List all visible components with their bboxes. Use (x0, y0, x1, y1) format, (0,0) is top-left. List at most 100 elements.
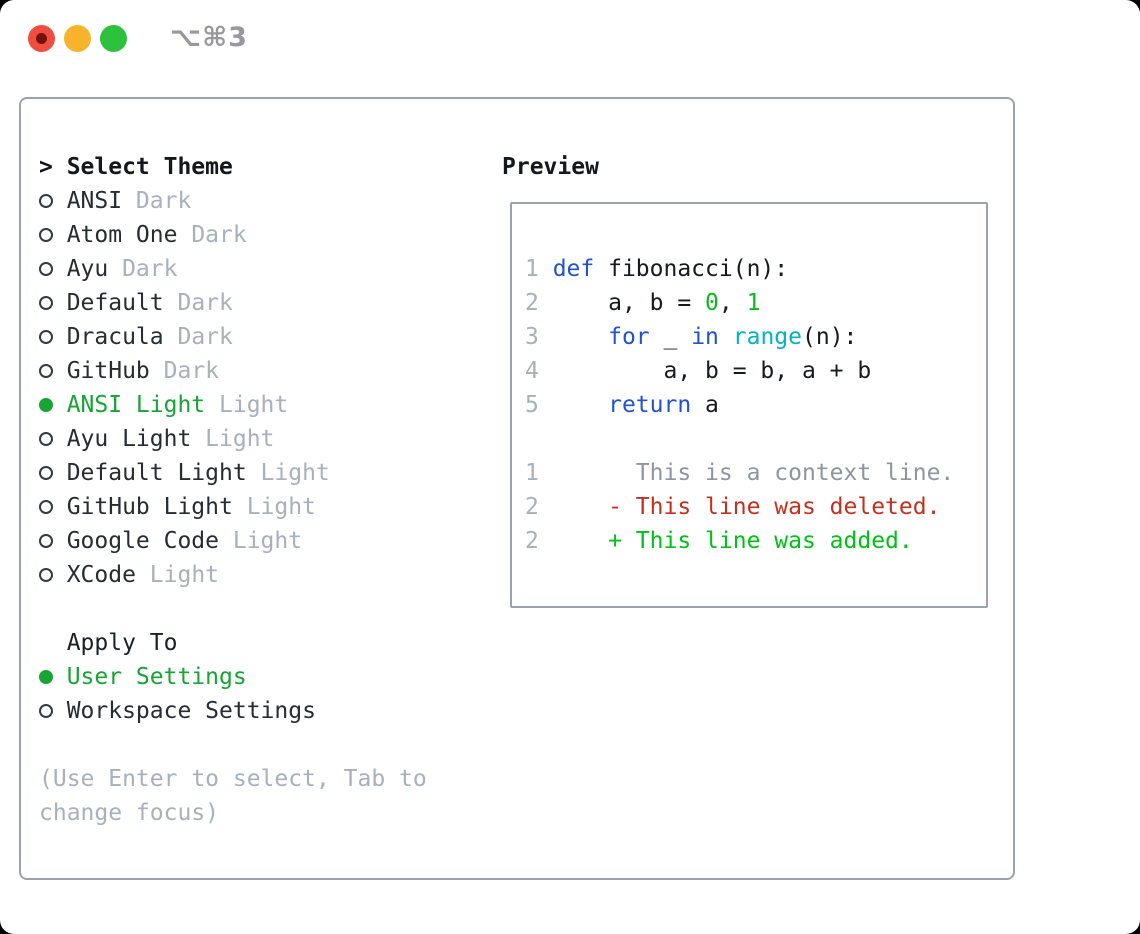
theme-variant-tag: Light (260, 460, 330, 486)
theme-name: ANSI (66, 188, 123, 214)
apply-to-option[interactable]: User Settings (39, 660, 427, 694)
theme-variant-tag: Light (232, 528, 303, 554)
theme-variant-tag: Light (149, 562, 220, 588)
code-token: range (732, 324, 802, 350)
close-button-dot-icon (36, 33, 47, 44)
theme-name: Google Code (66, 528, 220, 554)
code-line: 2 + This line was added. (525, 524, 986, 558)
theme-variant-tag: Dark (177, 324, 233, 350)
code-token: a, b = b, a + b (552, 358, 872, 384)
minimize-button[interactable] (64, 25, 91, 52)
theme-option[interactable]: Ayu Light Light (39, 422, 427, 456)
theme-variant-tag: Dark (191, 222, 247, 248)
radio-icon (39, 296, 67, 310)
preview-title: Preview (502, 154, 599, 180)
code-token: a (691, 392, 719, 418)
theme-name: ANSI Light (66, 392, 206, 418)
theme-option[interactable]: Google Code Light (39, 524, 427, 558)
apply-to-title: Apply To (66, 630, 178, 656)
theme-option[interactable]: ANSI Dark (39, 184, 427, 218)
line-number: 3 (525, 324, 553, 350)
radio-icon (39, 364, 67, 378)
select-theme-header: > Select Theme (39, 150, 427, 184)
theme-option[interactable]: GitHub Dark (39, 354, 427, 388)
theme-name: Atom One (66, 222, 178, 248)
line-number: 1 (525, 460, 553, 486)
window-title: ⌥⌘3 (170, 22, 248, 53)
code-line: 2 a, b = 0, 1 (525, 286, 986, 320)
theme-variant-tag: Light (246, 494, 316, 520)
code-token: fibonacci(n): (594, 256, 789, 282)
code-line: 2 - This line was deleted. (525, 490, 986, 524)
line-number: 4 (525, 358, 553, 384)
help-line-2: change focus) (39, 800, 220, 826)
code-token: def (552, 256, 595, 282)
code-token: in (691, 324, 719, 350)
close-button[interactable] (28, 25, 55, 52)
theme-variant-tag: Dark (163, 358, 220, 384)
theme-list: ANSI Dark Atom One Dark Ayu Dark (39, 184, 427, 592)
theme-option[interactable]: GitHub Light Light (39, 490, 427, 524)
radio-icon (39, 704, 67, 718)
theme-option[interactable]: XCode Light (39, 558, 427, 592)
code-line: 3 for _ in range(n): (525, 320, 986, 354)
maximize-button[interactable] (100, 25, 127, 52)
theme-option[interactable]: Dracula Dark (39, 320, 427, 354)
apply-to-list: User Settings Workspace Settings (39, 660, 427, 728)
radio-icon (39, 330, 67, 344)
theme-name: Default Light (66, 460, 247, 486)
theme-option[interactable]: Default Light Light (39, 456, 427, 490)
code-token: , (718, 290, 747, 316)
select-theme-title: Select Theme (66, 154, 233, 180)
code-token: + This line was added. (552, 528, 913, 554)
code-token (553, 392, 608, 418)
theme-option[interactable]: Default Dark (39, 286, 427, 320)
theme-variant-tag: Dark (135, 188, 192, 214)
radio-icon (39, 262, 67, 276)
code-line: 1 This is a context line. (525, 456, 986, 490)
radio-icon (39, 670, 67, 684)
theme-name: Ayu Light (66, 426, 192, 452)
apply-to-option[interactable]: Workspace Settings (39, 694, 427, 728)
code-token: This is a context line. (552, 460, 955, 486)
theme-variant-tag: Dark (177, 290, 233, 316)
help-line-1: (Use Enter to select, Tab to (39, 766, 427, 792)
line-number: 2 (525, 528, 553, 554)
code-line: 4 a, b = b, a + b (525, 354, 986, 388)
theme-variant-tag: Dark (122, 256, 178, 282)
theme-name: Ayu (66, 256, 109, 282)
line-number: 1 (525, 256, 553, 282)
code-token: 1 (746, 290, 761, 316)
code-line (525, 422, 986, 456)
theme-name: Dracula (66, 324, 164, 350)
radio-icon (39, 228, 67, 242)
line-number: 2 (525, 290, 553, 316)
radio-icon (39, 500, 67, 514)
code-token: for (608, 324, 650, 350)
apply-to-option-name: Workspace Settings (66, 698, 316, 724)
theme-panel: > Select Theme ANSI Dark Atom One Dark (39, 150, 427, 830)
radio-icon (39, 568, 67, 582)
spacer (39, 592, 427, 626)
theme-option[interactable]: ANSI Light Light (39, 388, 427, 422)
code-line: 1 def fibonacci(n): (525, 252, 986, 286)
code-token: (n): (802, 324, 858, 350)
code-token (553, 324, 608, 350)
line-number: 5 (525, 392, 553, 418)
theme-option[interactable]: Ayu Dark (39, 252, 427, 286)
line-number: 2 (525, 494, 553, 520)
radio-icon (39, 194, 67, 208)
theme-name: GitHub Light (66, 494, 233, 520)
code-token: return (608, 392, 692, 418)
radio-icon (39, 432, 67, 446)
theme-name: Default (66, 290, 164, 316)
theme-picker-window: > Select Theme ANSI Dark Atom One Dark (19, 97, 1015, 880)
code-token: 0 (705, 290, 719, 316)
code-token: _ (649, 324, 692, 350)
theme-variant-tag: Light (219, 392, 289, 418)
radio-icon (39, 398, 67, 412)
radio-icon (39, 534, 67, 548)
theme-option[interactable]: Atom One Dark (39, 218, 427, 252)
